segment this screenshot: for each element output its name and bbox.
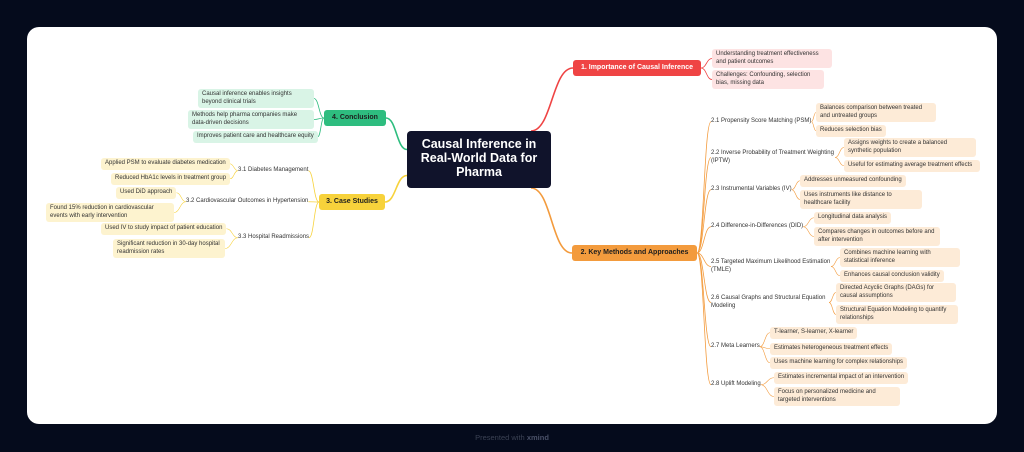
cardio-item-1[interactable]: Used DiD approach (116, 187, 177, 199)
graphs-item-1[interactable]: Directed Acyclic Graphs (DAGs) for causa… (836, 283, 956, 302)
connector-cardio-item-2 (173, 201, 187, 213)
psm-item-1[interactable]: Balances comparison between treated and … (816, 103, 936, 122)
cardio-item-2[interactable]: Found 15% reduction in cardiovascular ev… (46, 203, 174, 222)
connector-method-uplift (696, 252, 712, 386)
method-did[interactable]: 2.4 Difference-in-Differences (DID) (711, 223, 804, 229)
connector-iv-item-1 (791, 180, 801, 191)
topic-importance[interactable]: 1. Importance of Causal Inference (573, 60, 701, 76)
tmle-item-1[interactable]: Combines machine learning with statistic… (840, 248, 960, 267)
conclusion-item-1[interactable]: Causal inference enables insights beyond… (198, 89, 314, 108)
connector-uplift-item-1 (760, 377, 775, 386)
connector-topic-case-studies (384, 174, 408, 203)
xmind-brand[interactable]: xmind (526, 433, 549, 442)
connector-subtopic-challenges (700, 67, 713, 80)
iptw-item-2[interactable]: Useful for estimating average treatment … (844, 160, 980, 172)
connector-did-item-2 (803, 226, 815, 237)
connector-conclusion-item-3 (317, 117, 325, 138)
connector-graphs-item-2 (828, 302, 837, 315)
connector-uplift-item-2 (760, 384, 775, 397)
connector-meta-item-1 (759, 332, 771, 348)
method-iptw[interactable]: 2.2 Inverse Probability of Treatment Wei… (711, 150, 834, 164)
central-topic[interactable]: Causal Inference in Real-World Data for … (407, 131, 551, 188)
connector-iptw-item-2 (834, 157, 845, 167)
iv-item-2[interactable]: Uses instruments like distance to health… (800, 190, 922, 209)
method-uplift[interactable]: 2.8 Uplift Modeling (711, 381, 761, 387)
connector-topic-importance (530, 67, 574, 132)
connector-meta-item-3 (759, 346, 771, 364)
topic-conclusion[interactable]: 4. Conclusion (324, 110, 386, 126)
connector-diabetes-item-1 (229, 163, 239, 172)
connector-readmit-item-2 (224, 237, 239, 249)
connector-case-readmissions (308, 201, 320, 239)
diabetes-item-2[interactable]: Reduced HbA1c levels in treatment group (111, 173, 231, 185)
method-meta-learners[interactable]: 2.7 Meta Learners (711, 343, 760, 349)
connector-readmit-item-1 (226, 228, 239, 239)
did-item-2[interactable]: Compares changes in outcomes before and … (814, 227, 940, 246)
connector-graphs-item-1 (828, 292, 837, 303)
connector-tmle-item-1 (830, 257, 841, 267)
method-causal-graphs[interactable]: 2.6 Causal Graphs and Structural Equatio… (711, 295, 826, 309)
connector-method-iv (696, 189, 712, 254)
tmle-item-2[interactable]: Enhances causal conclusion validity (840, 270, 944, 282)
subtopic-understanding[interactable]: Understanding treatment effectiveness an… (712, 49, 832, 68)
connector-psm-item-2 (811, 121, 817, 132)
mind-map-canvas: Causal Inference in Real-World Data for … (27, 27, 997, 424)
connector-cardio-item-1 (176, 192, 187, 203)
meta-item-2[interactable]: Estimates heterogeneous treatment effect… (770, 343, 893, 355)
footer-prefix: Presented with (475, 433, 525, 442)
conclusion-item-3[interactable]: Improves patient care and healthcare equ… (193, 131, 318, 143)
psm-item-2[interactable]: Reduces selection bias (816, 125, 886, 137)
subtopic-challenges[interactable]: Challenges: Confounding, selection bias,… (712, 70, 824, 89)
connector-did-item-1 (803, 217, 815, 228)
connector-lines (173, 58, 845, 397)
uplift-item-1[interactable]: Estimates incremental impact of an inter… (774, 372, 909, 384)
iv-item-1[interactable]: Addresses unmeasured confounding (800, 175, 906, 187)
uplift-item-2[interactable]: Focus on personalized medicine and targe… (774, 387, 900, 406)
connector-conclusion-item-1 (313, 98, 325, 119)
connector-subtopic-understanding (700, 58, 713, 69)
topic-methods[interactable]: 2. Key Methods and Approaches (572, 245, 697, 261)
connector-topic-conclusion (385, 117, 408, 151)
connector-topic-methods (530, 187, 573, 254)
connector-diabetes-item-2 (229, 170, 239, 180)
connector-iptw-item-1 (834, 147, 845, 158)
method-iv[interactable]: 2.3 Instrumental Variables (IV) (711, 186, 792, 192)
did-item-1[interactable]: Longitudinal data analysis (814, 212, 892, 224)
connector-case-diabetes (308, 170, 320, 203)
graphs-item-2[interactable]: Structural Equation Modeling to quantify… (836, 305, 958, 324)
case-diabetes[interactable]: 3.1 Diabetes Management (238, 167, 309, 173)
footer: Presented with xmind (0, 433, 1024, 442)
method-tmle[interactable]: 2.5 Targeted Maximum Likelihood Estimati… (711, 259, 831, 273)
method-psm[interactable]: 2.1 Propensity Score Matching (PSM) (711, 118, 812, 124)
connector-tmle-item-2 (830, 266, 841, 277)
meta-item-1[interactable]: T-learner, S-learner, X-learner (770, 327, 858, 339)
conclusion-item-2[interactable]: Methods help pharma companies make data-… (188, 110, 314, 129)
topic-case-studies[interactable]: 3. Case Studies (319, 194, 385, 210)
connector-conclusion-item-2 (313, 117, 325, 120)
connector-iv-item-2 (791, 189, 801, 200)
diabetes-item-1[interactable]: Applied PSM to evaluate diabetes medicat… (101, 158, 230, 170)
case-cardiovascular[interactable]: 3.2 Cardiovascular Outcomes in Hypertens… (186, 198, 309, 204)
iptw-item-1[interactable]: Assigns weights to create a balanced syn… (844, 138, 976, 157)
meta-item-3[interactable]: Uses machine learning for complex relati… (770, 357, 908, 369)
connector-method-psm (696, 121, 712, 254)
readmit-item-1[interactable]: Used IV to study impact of patient educa… (101, 223, 227, 235)
case-readmissions[interactable]: 3.3 Hospital Readmissions (238, 234, 310, 240)
readmit-item-2[interactable]: Significant reduction in 30-day hospital… (113, 239, 225, 258)
connector-method-did (696, 226, 712, 254)
connector-psm-item-1 (811, 112, 817, 123)
